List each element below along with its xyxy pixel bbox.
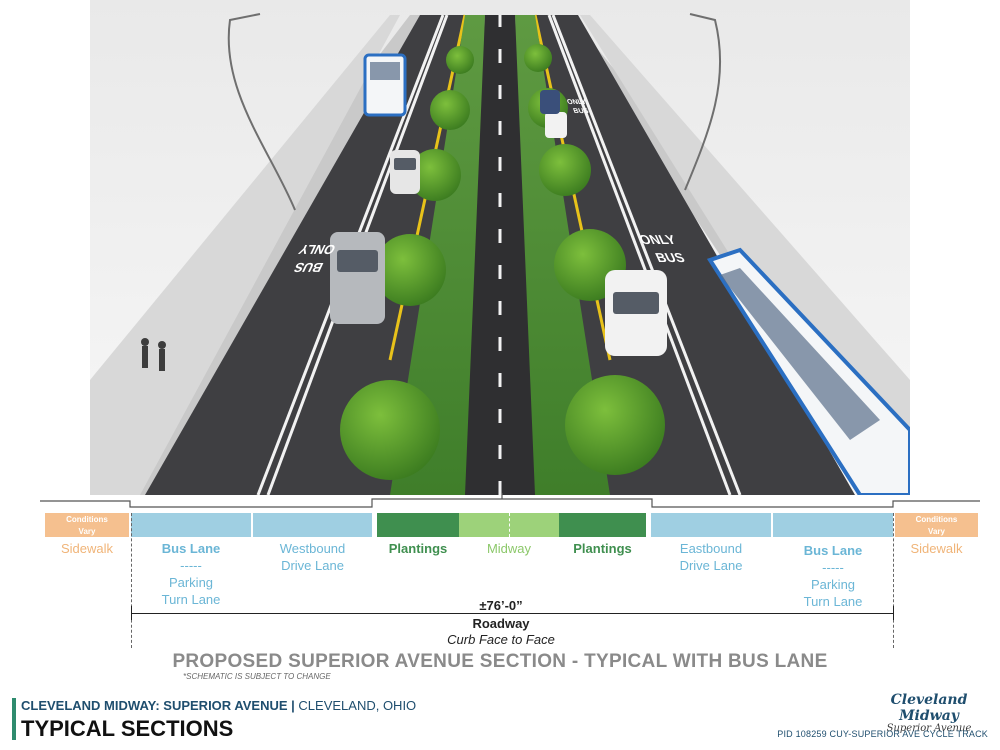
label-bus-lane-right-line-3: Turn Lane xyxy=(803,594,863,609)
bar-sidewalk-left-line-2: Vary xyxy=(78,527,96,536)
right-lane-line-b xyxy=(547,14,732,495)
dimension-subtitle: Curb Face to Face xyxy=(447,632,555,647)
cycle-track xyxy=(465,15,535,495)
right-roadway xyxy=(530,15,855,495)
footer-separator: | xyxy=(287,698,299,713)
bar-sidewalk-right-line-1: Conditions xyxy=(915,515,958,524)
tree xyxy=(539,144,591,196)
streetlight-right xyxy=(684,13,722,191)
tree xyxy=(524,44,552,72)
label-sidewalk-right-text: Sidewalk xyxy=(910,541,963,556)
label-sidewalk-right: Sidewalk xyxy=(895,540,978,557)
label-bus-lane-left-line-2: Parking xyxy=(168,575,214,590)
label-westbound-line-1: Westbound xyxy=(279,541,346,556)
tree xyxy=(446,46,474,74)
car-right-white xyxy=(605,270,667,356)
tree xyxy=(409,149,461,201)
label-bus-lane-left-title: Bus Lane xyxy=(161,541,221,556)
bus-marking-left-line-2: ONLY xyxy=(296,242,338,256)
label-eastbound-line-1: Eastbound xyxy=(679,541,743,556)
bar-plantings-left xyxy=(377,513,459,537)
logo-main-text: Cleveland Midway xyxy=(890,692,968,724)
bus-marking-left: BUS ONLY xyxy=(292,242,338,274)
label-bus-lane-right-title: Bus Lane xyxy=(803,543,863,558)
label-eastbound-lane: Eastbound Drive Lane xyxy=(651,540,771,574)
dimension-value: ±76’-0” xyxy=(479,598,523,613)
label-bus-lane-left: Bus Lane ----- Parking Turn Lane xyxy=(131,540,251,608)
bus-marking-far: ONLY BUS xyxy=(566,97,590,115)
label-westbound-lane: Westbound Drive Lane xyxy=(253,540,372,574)
curb-face-left-line xyxy=(131,513,132,648)
section-outline xyxy=(40,493,980,508)
label-bus-lane-left-line-3: Turn Lane xyxy=(161,592,221,607)
bar-bus-lane-right xyxy=(773,513,893,537)
label-bus-lane-right: Bus Lane ----- Parking Turn Lane xyxy=(773,542,893,610)
bar-plantings-right xyxy=(559,513,646,537)
label-westbound-line-2: Drive Lane xyxy=(281,558,344,573)
dimension-tick-right xyxy=(893,606,894,620)
bus-marking-far-line-2: BUS xyxy=(572,106,590,115)
label-midway: Midway xyxy=(459,540,559,557)
bar-sidewalk-left-line-1: Conditions xyxy=(66,515,108,524)
bar-bus-lane-left xyxy=(131,513,251,537)
pedestrian-left xyxy=(141,338,166,371)
bar-sidewalk-left: Conditions Vary xyxy=(45,513,129,537)
bar-eastbound-lane xyxy=(651,513,771,537)
street-rendering: BUS ONLY ONLY BUS ONLY BUS xyxy=(90,0,910,495)
left-roadway xyxy=(145,15,468,495)
tree xyxy=(374,234,446,306)
dimension-name: Roadway xyxy=(472,616,530,631)
car-right-small xyxy=(540,90,567,138)
label-sidewalk-left-text: Sidewalk xyxy=(60,541,114,556)
bus-marking-right-line-2: BUS xyxy=(653,251,687,265)
dimension-line xyxy=(131,613,893,614)
schematic-note: *SCHEMATIC IS SUBJECT TO CHANGE xyxy=(183,672,331,681)
bus-marking-right-line-1: ONLY xyxy=(637,233,679,247)
footer-project-line: CLEVELAND MIDWAY: SUPERIOR AVENUE | CLEV… xyxy=(21,698,416,713)
label-bus-lane-right-line-1: ----- xyxy=(822,560,844,575)
bar-sidewalk-right-line-2: Vary xyxy=(928,527,945,536)
bar-sidewalk-right: Conditions Vary xyxy=(895,513,978,537)
bus-marking-left-line-1: BUS xyxy=(292,260,326,274)
section-title: PROPOSED SUPERIOR AVENUE SECTION - TYPIC… xyxy=(172,651,828,672)
streetlight-left xyxy=(227,13,296,211)
footer-heading: TYPICAL SECTIONS xyxy=(21,716,234,741)
label-plantings-left: Plantings xyxy=(377,540,459,557)
footer-accent-bar xyxy=(12,698,16,740)
label-plantings-right: Plantings xyxy=(559,540,646,557)
right-lane-line-a xyxy=(551,14,742,495)
label-bus-lane-left-line-1: ----- xyxy=(180,558,202,573)
bus-marking-far-line-1: ONLY xyxy=(566,97,588,106)
left-sidewalk-top xyxy=(90,15,400,495)
logo-sub-text: Superior Avenue xyxy=(886,723,972,734)
label-bus-lane-right-line-2: Parking xyxy=(810,577,856,592)
bus-right xyxy=(706,247,910,495)
tree xyxy=(430,90,470,130)
project-logo: Cleveland Midway Superior Avenue xyxy=(868,692,990,734)
car-left-truck xyxy=(330,232,385,324)
bus-left xyxy=(363,53,407,117)
label-plantings-right-text: Plantings xyxy=(573,541,632,556)
footer-project-name: CLEVELAND MIDWAY: SUPERIOR AVENUE xyxy=(21,698,288,713)
tree xyxy=(565,375,665,475)
bar-westbound-lane xyxy=(253,513,372,537)
dimension-tick-left xyxy=(131,606,132,620)
bus-marking-right: ONLY BUS xyxy=(637,233,687,265)
pid-text: PID 108259 CUY-SUPERIOR AVE CYCLE TRACK xyxy=(777,729,988,739)
label-sidewalk-left: Sidewalk xyxy=(45,540,129,557)
curb-face-right-line xyxy=(893,513,894,648)
midway-centerline xyxy=(509,513,510,537)
label-eastbound-line-2: Drive Lane xyxy=(679,558,743,573)
label-midway-text: Midway xyxy=(486,541,532,556)
tree xyxy=(340,380,440,480)
footer-location: CLEVELAND, OHIO xyxy=(298,698,417,713)
label-plantings-left-text: Plantings xyxy=(388,541,448,556)
car-left-white xyxy=(390,150,420,194)
